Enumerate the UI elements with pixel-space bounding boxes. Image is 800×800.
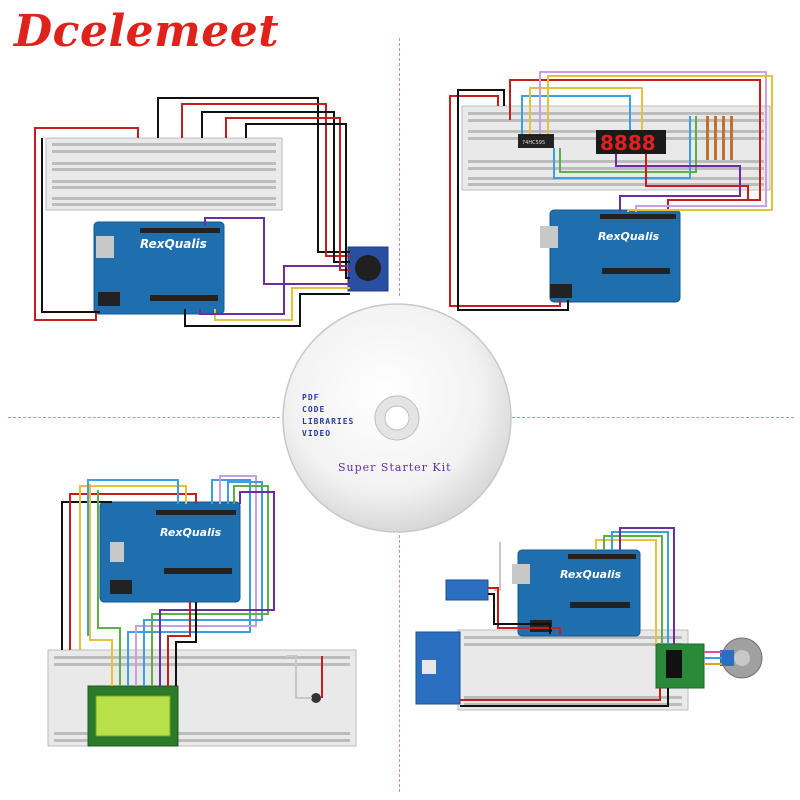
arduino-board xyxy=(517,549,641,637)
lcd-circuit-diagram: RexQualis xyxy=(47,475,357,747)
board-logo-label: RexQualis xyxy=(160,526,222,539)
disc-item-video: VIDEO xyxy=(302,429,332,438)
disc-item-pdf: PDF xyxy=(302,393,320,402)
disc-item-libraries: LIBRARIES xyxy=(302,417,355,426)
arduino-board xyxy=(93,221,225,315)
disc-item-code: CODE xyxy=(302,405,326,414)
stepper-motor-circuit-diagram: RexQualis xyxy=(415,527,763,711)
brand-logo: Dcelemeet xyxy=(14,6,280,57)
seven-segment-circuit-diagram: 74HC595 8888 RexQualis xyxy=(449,71,773,311)
joystick-circuit-diagram: RexQualis xyxy=(34,97,389,327)
board-logo-label: RexQualis xyxy=(598,230,660,243)
divider-left xyxy=(8,417,290,418)
arduino-board xyxy=(549,209,681,303)
shift-register-chip xyxy=(518,134,554,148)
lcd-screen xyxy=(95,695,171,737)
board-logo-label: RexQualis xyxy=(140,237,207,251)
display-digits: 8888 xyxy=(600,131,656,155)
software-disc xyxy=(282,303,512,533)
disc-item-list: PDF CODE LIBRARIES VIDEO xyxy=(302,392,354,440)
divider-top xyxy=(399,38,400,296)
potentiometer xyxy=(311,693,321,703)
arduino-board xyxy=(99,501,241,603)
disc-kit-label: Super Starter Kit xyxy=(338,461,452,474)
resistor-array xyxy=(706,116,733,160)
divider-bottom xyxy=(399,530,400,792)
chip-label: 74HC595 xyxy=(522,140,545,146)
sensor-module xyxy=(445,579,489,601)
divider-right xyxy=(512,417,794,418)
seven-segment-display xyxy=(596,130,666,154)
board-logo-label: RexQualis xyxy=(560,568,622,581)
